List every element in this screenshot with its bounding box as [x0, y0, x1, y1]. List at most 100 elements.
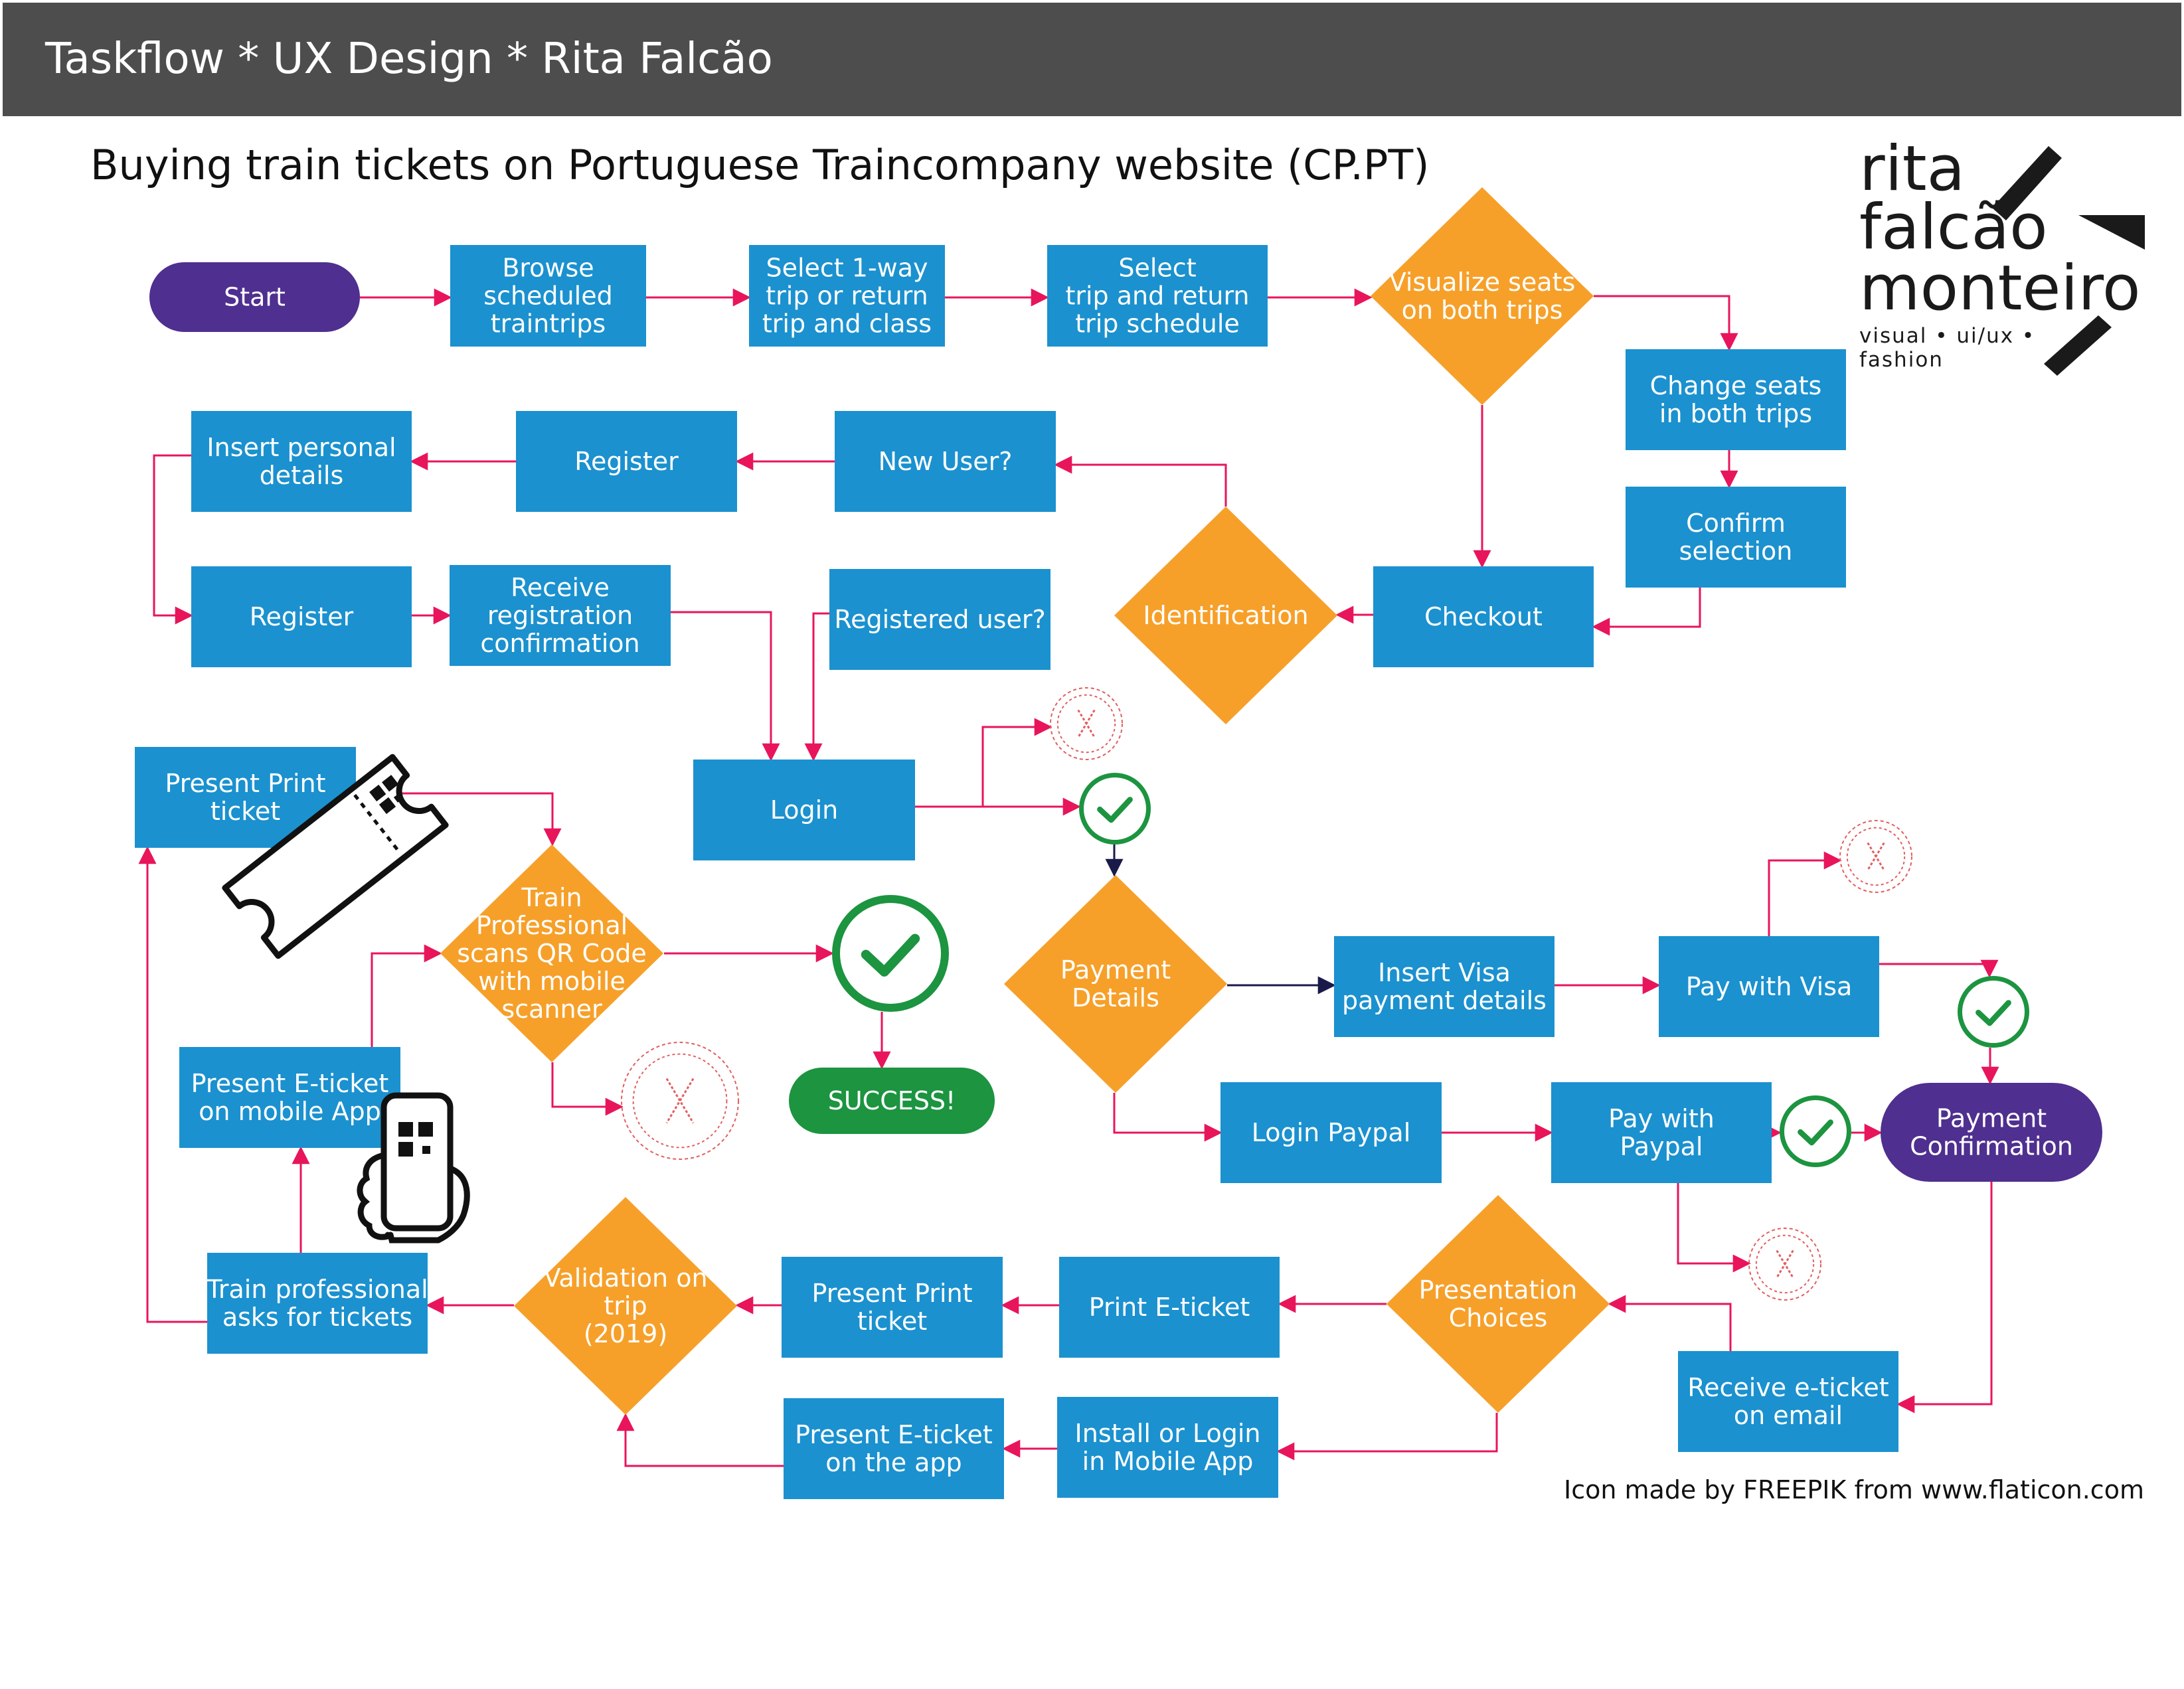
logo-line-3: monteiro	[1859, 252, 2141, 325]
process-shape	[784, 1398, 1004, 1499]
brand-logo: rita falcão monteiro visual • ui/ux • fa…	[1859, 133, 2158, 385]
decision-shape	[1004, 875, 1227, 1093]
edge-visa-ok-to-payment-confirmation	[1113, 1093, 1222, 1142]
node-label: Print E-ticket	[1089, 1293, 1250, 1322]
node-register-2: Register	[191, 566, 412, 667]
edge-receive-registration-to-login	[804, 612, 829, 762]
check-circle-icon	[832, 895, 949, 1012]
node-label: Identification	[1143, 601, 1308, 630]
decision-shape	[1386, 1195, 1610, 1413]
fail-x-circle-icon	[1050, 687, 1123, 760]
process-shape	[749, 245, 945, 347]
logo-line-1: rita	[1859, 133, 1966, 205]
node-login-paypal: Login Paypal	[1220, 1082, 1442, 1183]
check-circle-icon	[1780, 1095, 1851, 1167]
phone-hand-qr-icon	[357, 1092, 470, 1244]
edge-present-eticket-mobile-to-train-scans	[398, 792, 562, 846]
edge-big-ok-to-success	[551, 1062, 624, 1116]
header-title: Taskflow * UX Design * Rita Falcão	[45, 35, 773, 84]
decision-shape	[440, 844, 663, 1062]
node-identification: Identification	[1114, 507, 1337, 724]
edge-confirm-selection-to-checkout	[1592, 588, 1701, 636]
check-circle-icon	[1958, 976, 2029, 1048]
process-shape	[1059, 1257, 1280, 1358]
process-shape	[829, 569, 1050, 670]
process-shape	[191, 566, 412, 667]
decision-shape	[1114, 507, 1337, 724]
process-shape	[516, 411, 737, 512]
process-shape	[1626, 349, 1846, 450]
ticket-icon	[222, 754, 449, 959]
node-pay-visa: Pay with Visa	[1659, 936, 1879, 1037]
process-shape	[1334, 936, 1554, 1037]
process-shape	[450, 565, 671, 666]
decision-shape	[514, 1197, 737, 1415]
terminal-shape	[1881, 1083, 2102, 1182]
node-registered-user: Registered user?	[829, 569, 1050, 670]
edge-payment-confirmation-to-receive-eticket	[1608, 1295, 1732, 1351]
node-checkout: Checkout	[1373, 566, 1594, 667]
edge-visualize-seats-to-change-seats	[1594, 295, 1738, 351]
edge-pay-visa-to-visa-fail	[1879, 959, 1999, 978]
process-shape	[179, 1047, 400, 1148]
node-label: Registered user?	[834, 605, 1045, 634]
edge-register-2-to-receive-registration	[671, 611, 780, 762]
node-label: Register	[574, 447, 679, 476]
node-label: Register	[250, 602, 354, 631]
node-label: Start	[224, 283, 286, 312]
logo-line-5: fashion	[1859, 348, 1944, 372]
process-shape	[835, 411, 1056, 512]
edge-register-1-to-insert-personal	[153, 454, 193, 625]
node-label: Checkout	[1424, 602, 1543, 631]
process-shape	[782, 1257, 1003, 1358]
edge-registered-user-to-login	[915, 718, 1052, 808]
process-shape	[1047, 245, 1268, 347]
process-shape	[1678, 1351, 1898, 1452]
edge-pay-paypal-to-paypal-fail	[1896, 1182, 1993, 1413]
node-label: New User?	[879, 447, 1013, 476]
edge-install-app-to-present-eticket-app	[616, 1413, 784, 1467]
process-shape	[1626, 487, 1846, 588]
process-shape	[1057, 1397, 1278, 1498]
decision-shape	[1371, 187, 1594, 405]
fail-x-circle-icon	[621, 1042, 739, 1160]
process-shape	[693, 760, 915, 860]
edge-insert-visa-to-pay-visa	[1768, 851, 1842, 936]
process-shape	[1551, 1082, 1772, 1183]
process-shape	[1659, 936, 1879, 1037]
node-label: Login Paypal	[1252, 1118, 1411, 1147]
node-label: Login	[770, 795, 839, 825]
